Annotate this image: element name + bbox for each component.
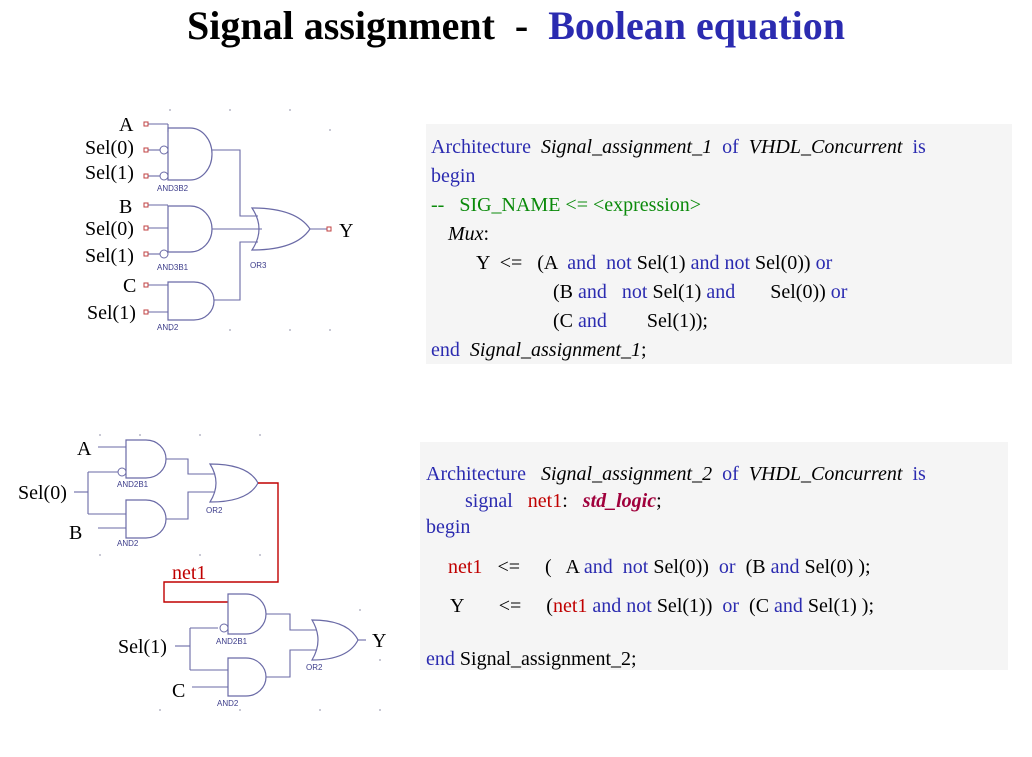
gate-and3b2: AND3B2 — [157, 124, 213, 193]
gate-label: OR2 — [206, 506, 223, 515]
bottom-stage2-internal — [266, 613, 366, 678]
code1-line-1: Y <= (A and not Sel(1) and not Sel(0)) o… — [476, 252, 833, 274]
top-circuit-diagram: AND3B2 AND3B1 AND2 OR3 A Sel(0) Sel(1) B… — [85, 109, 353, 332]
gate-and2-1: AND2 — [117, 499, 167, 548]
gate-and2b1-1: AND2B1 — [117, 439, 167, 489]
gate-or2-2: OR2 — [306, 619, 359, 672]
gate-or3: OR3 — [250, 207, 311, 270]
gate-and2b1-2: AND2B1 — [216, 593, 267, 646]
page-title: Signal assignment - Boolean equation — [187, 3, 845, 48]
code2-line-y: Y <= (net1 and not Sel(1)) or (C and Sel… — [450, 595, 875, 617]
code1-line-begin: begin — [431, 165, 476, 187]
code1-line-architecture: Architecture Signal_assignment_1 of VHDL… — [431, 136, 926, 158]
code1-line-2: (B and not Sel(1) and Sel(0)) or — [553, 281, 848, 303]
input-label-a: A — [77, 438, 92, 460]
gate-label: OR3 — [250, 261, 267, 270]
input-label-sel1: Sel(1) — [118, 636, 167, 658]
code-block-2: Architecture Signal_assignment_2 of VHDL… — [420, 442, 1008, 670]
input-label-b: B — [69, 522, 82, 544]
top-internal-wires — [212, 149, 332, 301]
output-label-y: Y — [372, 630, 386, 652]
grid-dots — [169, 109, 331, 331]
gate-label: AND2 — [117, 539, 139, 548]
code-block-1: Architecture Signal_assignment_1 of VHDL… — [426, 124, 1012, 364]
input-label-sel1: Sel(1) — [85, 245, 134, 267]
bottom-stage1-wires — [74, 446, 126, 529]
gate-or2-1: OR2 — [206, 463, 259, 515]
code2-line-end: end Signal_assignment_2; — [426, 648, 637, 670]
code1-line-3: (C and Sel(1)); — [553, 310, 708, 332]
code1-line-mux: Mux: — [448, 223, 490, 245]
gate-and3b1: AND3B1 — [157, 205, 213, 272]
gate-label: AND3B1 — [157, 263, 189, 272]
input-label-c: C — [123, 275, 136, 297]
top-input-wires — [143, 121, 168, 315]
gate-label: AND2B1 — [216, 637, 248, 646]
input-label-sel0: Sel(0) — [85, 137, 134, 159]
code2-line-architecture: Architecture Signal_assignment_2 of VHDL… — [426, 463, 926, 485]
gate-label: AND2B1 — [117, 480, 149, 489]
output-label-y: Y — [339, 220, 353, 242]
net1-wire — [163, 482, 279, 603]
net1-label: net1 — [172, 562, 206, 584]
code1-line-end: end Signal_assignment_1; — [431, 339, 647, 361]
input-label-sel1: Sel(1) — [85, 162, 134, 184]
code2-line-begin: begin — [426, 516, 471, 538]
gate-and2-2: AND2 — [217, 657, 267, 708]
input-label-b: B — [119, 196, 132, 218]
gate-label: OR2 — [306, 663, 323, 672]
input-label-sel1: Sel(1) — [87, 302, 136, 324]
input-label-a: A — [119, 114, 134, 136]
input-label-sel0: Sel(0) — [85, 218, 134, 240]
input-label-sel0: Sel(0) — [18, 482, 67, 504]
input-label-c: C — [172, 680, 185, 702]
code2-line-signal: signal net1: std_logic; — [465, 490, 662, 512]
gate-label: AND2 — [217, 699, 239, 708]
gate-label: AND3B2 — [157, 184, 189, 193]
gate-label: AND2 — [157, 323, 179, 332]
bottom-circuit-diagram: AND2B1 AND2 OR2 net1 AND2B1 AND2 OR2 — [18, 434, 386, 711]
bottom-stage1-internal — [166, 458, 214, 520]
gate-and2: AND2 — [157, 281, 215, 332]
grid-dots — [99, 434, 381, 711]
code2-line-net1: net1 <= ( A and not Sel(0)) or (B and Se… — [448, 556, 871, 578]
bottom-stage2-wires — [175, 627, 228, 688]
code1-line-comment: -- SIG_NAME <= <expression> — [431, 194, 702, 216]
